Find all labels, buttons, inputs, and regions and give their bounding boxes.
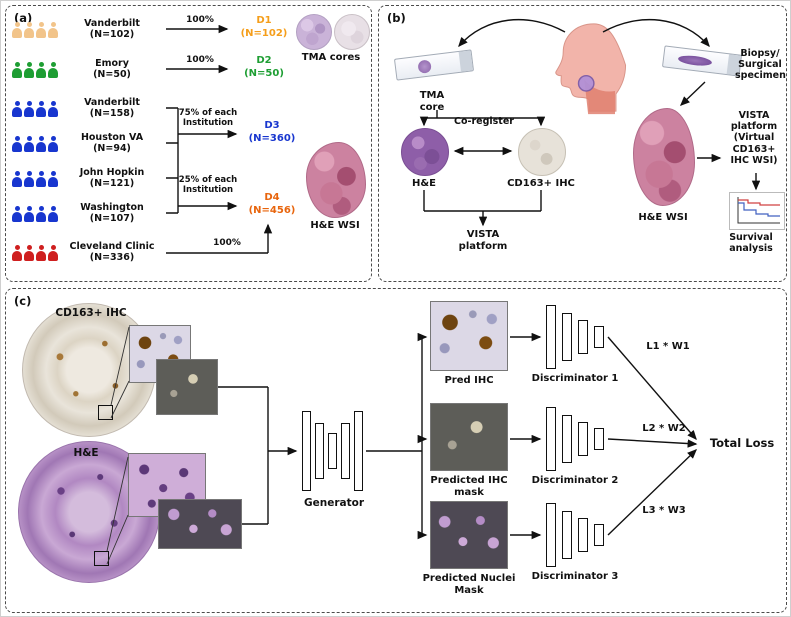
people-icons (12, 22, 58, 38)
cohort-name: John Hopkin (79, 167, 145, 179)
l2-w2-label: L2 * W2 (642, 423, 686, 434)
cohort-name: Vanderbilt (84, 18, 140, 30)
cohort-row-washington: Washington(N=107) (12, 200, 162, 228)
tma-slide-icon (393, 49, 475, 81)
dataset-d1: D1(N=102) (240, 15, 288, 39)
panel-a-letter: (a) (14, 11, 33, 25)
panel-a-cohorts: (a) Vanderbilt(N=102) Emory(N=50) Vander… (5, 5, 372, 282)
discriminator-3-label: Discriminator 3 (531, 571, 619, 582)
survival-curve-plot (729, 192, 785, 230)
dataset-d3: D3(N=360) (248, 120, 296, 144)
dataset-d2: D2(N=50) (244, 55, 284, 79)
discriminator-1-icon (546, 305, 610, 369)
biopsy-specimen-label: Biopsy/ Surgical specimen (735, 48, 786, 82)
discriminator-3-icon (546, 503, 610, 567)
panel-b-letter: (b) (387, 11, 406, 25)
vista-platform-label: VISTA platform (458, 229, 508, 252)
tma-specimen-spot (417, 58, 432, 74)
cohort-name: Houston VA (80, 132, 144, 144)
co-register-label: Co-register (454, 116, 514, 127)
generator-network-icon (302, 409, 367, 493)
people-icons (12, 136, 58, 152)
predicted-nuclei-mask-image (430, 501, 508, 569)
he-wsi-image (633, 108, 695, 206)
dataset-d4: D4(N=456) (248, 192, 296, 216)
cohort-row-emory: Emory(N=50) (12, 56, 162, 84)
cohort-n: (N=336) (89, 252, 135, 263)
he-title: H&E (73, 447, 99, 459)
flow-label-100pct-d1: 100% (186, 15, 214, 25)
cd163-ihc-label: CD163+ IHC (507, 178, 575, 189)
ihc-mask-patch-image (156, 359, 218, 415)
cohort-name: Emory (95, 58, 129, 70)
discriminator-2-icon (546, 407, 610, 471)
predicted-ihc-mask-image (430, 403, 508, 471)
cohort-n: (N=121) (89, 178, 135, 189)
biopsy-specimen-spot (677, 53, 713, 67)
tma-core-label: TMA core (419, 90, 445, 113)
predicted-ihc-mask-label: Predicted IHC mask (430, 475, 508, 498)
cohort-n: (N=158) (89, 108, 135, 119)
flow-label-75pct: 75% of each Institution (178, 108, 238, 128)
cohort-name: Cleveland Clinic (69, 241, 155, 253)
cohort-n: (N=102) (89, 29, 135, 40)
he-wsi-label: H&E WSI (638, 212, 688, 223)
he-label: H&E (412, 178, 436, 189)
cohort-row-cleveland: Cleveland Clinic(N=336) (12, 239, 162, 267)
cohort-n: (N=94) (93, 143, 131, 154)
l1-w1-label: L1 * W1 (646, 341, 690, 352)
cohort-name: Vanderbilt (84, 97, 140, 109)
cohort-row-vanderbilt-158: Vanderbilt(N=158) (12, 95, 162, 123)
pred-ihc-image (430, 301, 508, 371)
panel-c-gan-architecture: (c) CD163+ IHC H&E Generator Pred IHC Pr… (5, 288, 787, 613)
predicted-nuclei-mask-label: Predicted Nuclei Mask (422, 573, 516, 596)
slide-frosted-end (458, 50, 473, 72)
discriminator-1-label: Discriminator 1 (531, 373, 619, 384)
cd163-ihc-title: CD163+ IHC (55, 307, 127, 319)
cd163-ihc-core-image (518, 128, 566, 176)
head-neck-anatomy-illustration (555, 23, 627, 115)
panel-b-workflow: (b) TMA core Biopsy/ Surgical specimen C… (378, 5, 787, 282)
people-icons (12, 62, 58, 78)
tma-core-image-1 (296, 14, 332, 50)
cd163-roi-box (98, 405, 113, 420)
cohort-row-houston-va: Houston VA(N=94) (12, 130, 162, 158)
survival-analysis-label: Survival analysis (729, 232, 773, 255)
he-wsi-caption: H&E WSI (310, 220, 360, 231)
total-loss-label: Total Loss (709, 436, 775, 450)
l3-w3-label: L3 * W3 (642, 505, 686, 516)
he-roi-box (94, 551, 109, 566)
cohort-row-john-hopkin: John Hopkin(N=121) (12, 165, 162, 193)
he-core-image (401, 128, 449, 176)
cohort-row-vanderbilt-102: Vanderbilt(N=102) (12, 16, 162, 44)
cohort-n: (N=107) (89, 213, 135, 224)
flow-label-100pct-d2: 100% (186, 55, 214, 65)
flow-label-100pct-d4: 100% (213, 238, 241, 248)
people-icons (12, 171, 58, 187)
tma-core-image-2 (334, 14, 370, 50)
cohort-name: Washington (80, 202, 144, 214)
panel-c-letter: (c) (14, 294, 32, 308)
people-icons (12, 206, 58, 222)
cohort-n: (N=50) (93, 69, 131, 80)
biopsy-slide-icon (661, 45, 743, 77)
people-icons (12, 245, 58, 261)
he-wsi-image (306, 142, 366, 218)
discriminator-2-label: Discriminator 2 (531, 475, 619, 486)
vista-virtual-label: VISTA platform (Virtual CD163+ IHC WSI) (730, 110, 778, 166)
pred-ihc-label: Pred IHC (444, 375, 494, 386)
tma-cores-caption: TMA cores (301, 52, 361, 63)
nuclei-mask-patch-image (158, 499, 242, 549)
people-icons (12, 101, 58, 117)
flow-label-25pct: 25% of each Institution (178, 175, 238, 195)
generator-label: Generator (303, 497, 364, 509)
